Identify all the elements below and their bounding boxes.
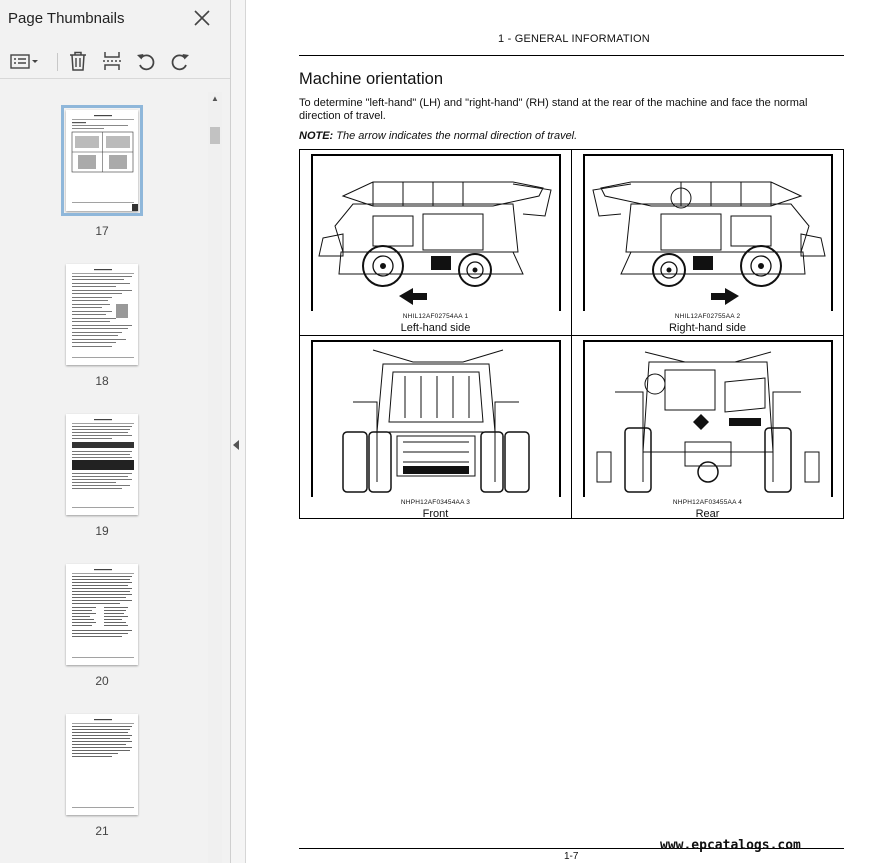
running-head: 1 - GENERAL INFORMATION [498,33,650,45]
figure-image [583,154,833,311]
rotate-clockwise-button[interactable] [167,48,193,74]
combine-left-side-illustration [318,181,552,305]
thumbnail-preview [72,419,134,508]
toolbar-separator [57,53,58,71]
figure-image [583,340,833,497]
panel-title: Page Thumbnails [8,10,125,27]
thumbnail-preview [71,115,138,211]
combine-front-illustration [342,349,530,493]
header-rule [299,55,844,56]
thumbnail-preview [72,719,134,808]
rotate-counterclockwise-button[interactable] [133,48,159,74]
page-thumbnail[interactable] [66,414,138,515]
figure-code: NHIL12AF02755AA 2 [674,313,741,320]
page-thumbnail[interactable] [66,564,138,665]
figure-code: NHIL12AF02754AA 1 [402,313,469,320]
insert-page-icon [103,52,121,70]
rotate-clockwise-icon [171,54,189,71]
thumbnail-list: 17 [0,92,208,863]
panel-header: Page Thumbnails [0,0,230,38]
page-thumbnails-panel: Page Thumbnails [0,0,231,863]
note-paragraph: NOTE: The arrow indicates the normal dir… [299,130,577,142]
thumbnail-toolbar [0,44,230,79]
rotate-counterclockwise-icon [137,54,155,71]
section-title: Machine orientation [299,70,444,88]
page-thumbnail[interactable] [66,714,138,815]
figure-image [311,340,561,497]
thumbnail-scrollbar[interactable]: ▲ [208,92,222,863]
figure-cell: NHIL12AF02754AA 1 Left-hand side [300,150,571,335]
note-label: NOTE: [299,130,334,142]
figure-cell: NHPH12AF03455AA 4 Rear [572,336,843,521]
figure-code: NHPH12AF03455AA 4 [672,499,743,506]
combine-right-side-illustration [592,181,826,305]
figure-code: NHPH12AF03454AA 3 [400,499,471,506]
combine-rear-illustration [596,351,820,493]
insert-page-button[interactable] [99,48,125,74]
thumbnail-page-number: 19 [95,524,109,538]
thumbnail-options-icon [10,54,38,69]
page-thumbnail[interactable] [61,105,143,216]
delete-page-button[interactable] [65,48,91,74]
thumbnail-page-number: 21 [95,824,109,838]
thumbnail-preview [72,569,134,658]
thumbnail-page-number: 18 [95,374,109,388]
figure-image [311,154,561,311]
intro-paragraph: To determine "left-hand" (LH) and "right… [299,97,808,122]
table-divider [300,335,843,336]
figure-cell: NHIL12AF02755AA 2 Right-hand side [572,150,843,335]
thumbnail-page-number: 20 [95,674,109,688]
page-number: 1-7 [564,851,579,862]
document-page: 1 - GENERAL INFORMATION Machine orientat… [246,0,872,863]
page-thumbnail[interactable] [66,264,138,365]
figure-table: NHIL12AF02754AA 1 Left-hand side [299,149,844,521]
figure-cell: NHPH12AF03454AA 3 Front [300,336,571,521]
thumbnail-options-button[interactable] [8,48,42,74]
thumbnail-preview [72,269,134,358]
thumbnail-page-number: 17 [95,224,109,238]
panel-splitter[interactable] [231,0,246,863]
close-icon[interactable] [193,9,211,27]
figure-caption: Left-hand side [400,322,471,334]
watermark: www.epcatalogs.com [660,838,801,853]
collapse-panel-arrow-icon[interactable] [233,440,239,450]
footer-rule [299,848,844,849]
figure-caption: Rear [695,508,720,520]
figure-caption: Front [422,508,449,520]
table-divider [571,150,572,518]
scroll-up-arrow-icon[interactable]: ▲ [211,94,219,103]
note-text: The arrow indicates the normal direction… [336,130,578,142]
scrollbar-thumb[interactable] [210,127,220,144]
figure-caption: Right-hand side [668,322,747,334]
trash-icon [70,51,86,71]
